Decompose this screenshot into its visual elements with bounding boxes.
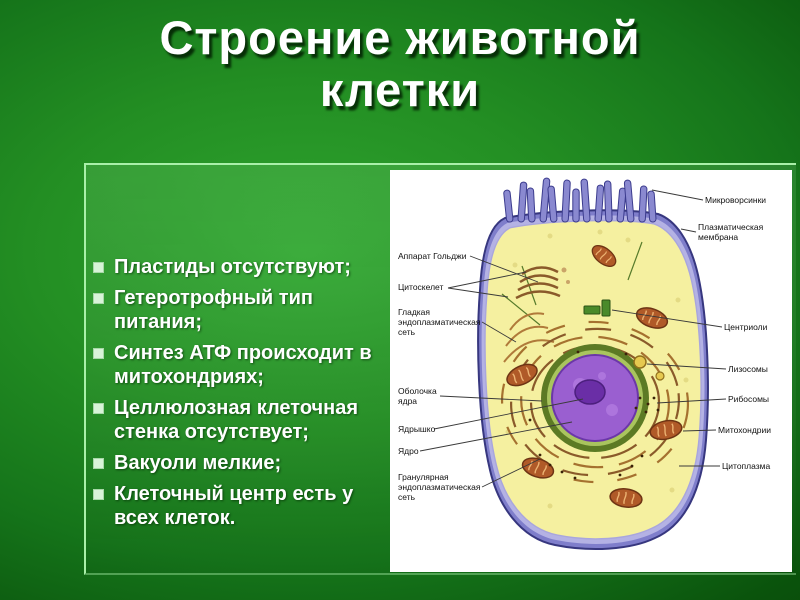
bullet-item: Синтез АТФ происходит в митохондриях; (93, 341, 388, 389)
nucleus (551, 354, 639, 442)
bullet-list: Пластиды отсутствуют; Гетеротрофный тип … (93, 255, 388, 537)
bullet-square-icon (93, 489, 104, 500)
microvilli (503, 177, 657, 223)
cell-illustration (419, 177, 727, 551)
label-rough-er: Гранулярная эндоплазматическая сеть (398, 472, 481, 503)
nucleolus (574, 379, 606, 405)
bullet-square-icon (93, 403, 104, 414)
bullet-text: Вакуоли мелкие; (114, 452, 282, 474)
label-smooth-er: Гладкая эндоплазматическая сеть (398, 307, 481, 338)
label-golgi: Аппарат Гольджи (398, 251, 467, 261)
bullet-text: Синтез АТФ происходит в митохондриях; (114, 342, 372, 388)
label-ribosomes: Рибосомы (728, 394, 770, 404)
bullet-text: Целлюлозная клеточная стенка отсутствует… (114, 397, 359, 443)
leader-lines (419, 189, 727, 488)
label-centrioles: Центриоли (724, 322, 768, 332)
bullet-item: Гетеротрофный тип питания; (93, 286, 388, 334)
label-nucleus: Ядро (398, 446, 419, 456)
bullet-item: Клеточный центр есть у всех клеток. (93, 482, 388, 530)
bullet-square-icon (93, 458, 104, 469)
label-nuclear-envelope: Оболочка ядра (398, 386, 437, 407)
bullet-text: Пластиды отсутствуют; (114, 256, 351, 278)
slide-title: Строение животной клетки (159, 11, 641, 116)
label-cytoskeleton: Цитоскелет (398, 282, 444, 292)
golgi-apparatus (515, 266, 570, 300)
label-plasma-membrane: Плазматическая мембрана (698, 222, 764, 243)
lysosomes (633, 355, 665, 381)
ribosome-dots (528, 350, 660, 480)
label-microvilli: Микроворсинки (705, 195, 767, 205)
bullet-item: Целлюлозная клеточная стенка отсутствует… (93, 396, 388, 444)
bullet-text: Клеточный центр есть у всех клеток. (114, 483, 354, 529)
label-lysosomes: Лизосомы (728, 364, 768, 374)
centrioles (583, 299, 611, 317)
bullet-square-icon (93, 262, 104, 273)
label-mitochondria: Митохондрии (718, 425, 772, 435)
bullet-square-icon (93, 348, 104, 359)
cytoplasm-speckles (505, 229, 689, 509)
label-nucleolus: Ядрышко (398, 424, 436, 434)
bullet-text: Гетеротрофный тип питания; (114, 287, 313, 333)
label-cytoplasm: Цитоплазма (722, 461, 771, 471)
diagram-panel: Аппарат Гольджи Цитоскелет Гладкая эндоп… (390, 170, 792, 572)
bullet-square-icon (93, 293, 104, 304)
bullet-item: Вакуоли мелкие; (93, 451, 388, 475)
bullet-item: Пластиды отсутствуют; (93, 255, 388, 279)
